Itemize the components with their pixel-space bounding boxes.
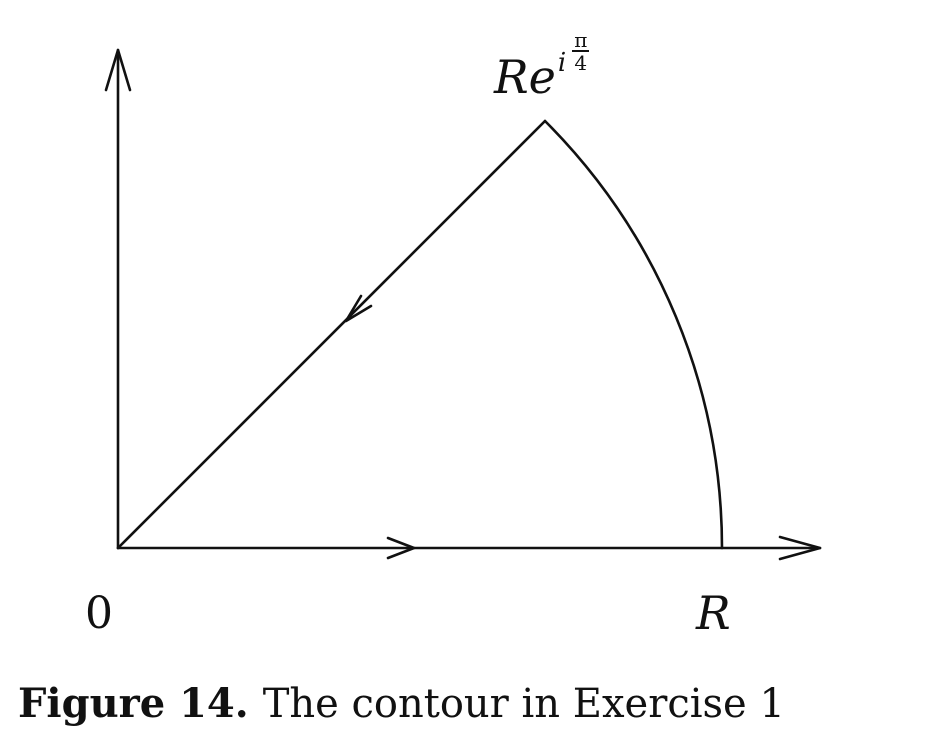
diagonal-direction-arrow [344,294,373,323]
corner-label-fraction-denominator: 4 [574,51,588,75]
corner-label-exponent-i: i [557,48,567,78]
corner-label-base: Re [494,50,556,104]
figure-caption: Figure 14. The contour in Exercise 1 [18,680,785,727]
real-axis-arrowhead [778,535,822,561]
imaginary-axis-arrowhead [104,48,132,92]
corner-label-fraction-numerator: π [572,28,590,52]
diagonal-segment [116,119,547,550]
origin-label: 0 [85,588,113,639]
caption-text: The contour in Exercise 1 [262,681,785,727]
r-point-label: R [696,586,731,640]
segment-direction-arrow [386,536,416,560]
circular-arc [543,119,724,550]
contour-diagram [104,48,822,561]
caption-label: Figure 14. [18,680,249,727]
